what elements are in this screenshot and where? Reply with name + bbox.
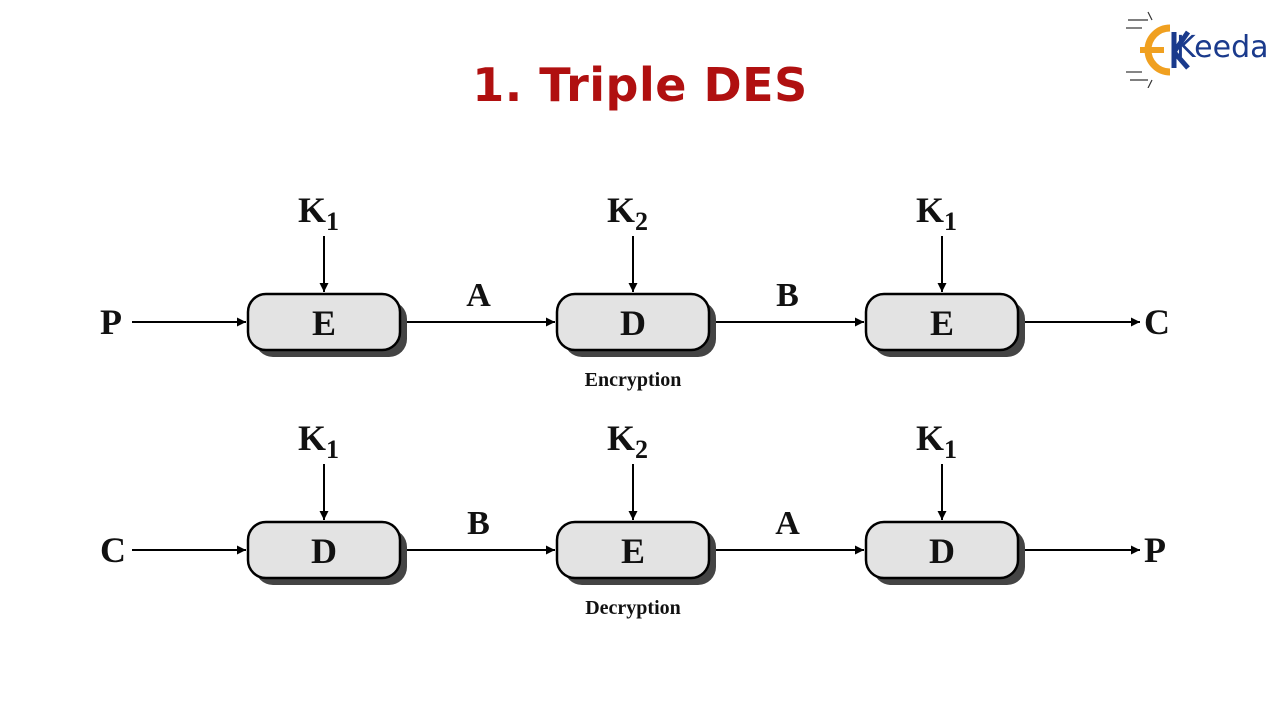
encryption-stage-op-1: E	[312, 303, 336, 343]
decryption-stage-box-2	[555, 520, 711, 580]
decryption-stage-box-3	[864, 520, 1020, 580]
decryption-stage-op-2: E	[621, 531, 645, 571]
decryption-key-label-3: K1	[916, 418, 957, 464]
decryption-stage-op-3: D	[929, 531, 955, 571]
encryption-key-label-3: K1	[916, 190, 957, 236]
decryption-link-label-1: B	[467, 505, 490, 542]
ekeeda-logo-icon	[1126, 11, 1191, 88]
encryption-output-label: C	[1144, 302, 1170, 342]
logo-text: Keeda	[1176, 30, 1269, 65]
decryption-output-label: P	[1144, 530, 1166, 570]
encryption-key-label-1: K1	[298, 190, 339, 236]
slide-title: 1. Triple DES	[472, 58, 808, 112]
encryption-stage-op-2: D	[620, 303, 646, 343]
decryption-key-label-1: K1	[298, 418, 339, 464]
encryption-key-label-2: K2	[607, 190, 648, 236]
decryption-link-label-2: A	[775, 505, 800, 542]
encryption-link-label-2: B	[776, 277, 799, 314]
encryption-stage-op-3: E	[930, 303, 954, 343]
decryption-row: C K1D B K2E A K1D P Decryption	[100, 418, 1166, 619]
decryption-stage-op-1: D	[311, 531, 337, 571]
decryption-key-label-2: K2	[607, 418, 648, 464]
decryption-caption: Decryption	[585, 597, 681, 619]
encryption-input-label: P	[100, 302, 122, 342]
encryption-link-label-1: A	[466, 277, 491, 314]
encryption-stage-box-1	[246, 292, 402, 352]
decryption-input-label: C	[100, 530, 126, 570]
encryption-stage-box-3	[864, 292, 1020, 352]
encryption-caption: Encryption	[585, 369, 682, 391]
encryption-row: P K1E A K2D B K1E C Encryption	[100, 190, 1170, 391]
decryption-stage-box-1	[246, 520, 402, 580]
encryption-stage-box-2	[555, 292, 711, 352]
